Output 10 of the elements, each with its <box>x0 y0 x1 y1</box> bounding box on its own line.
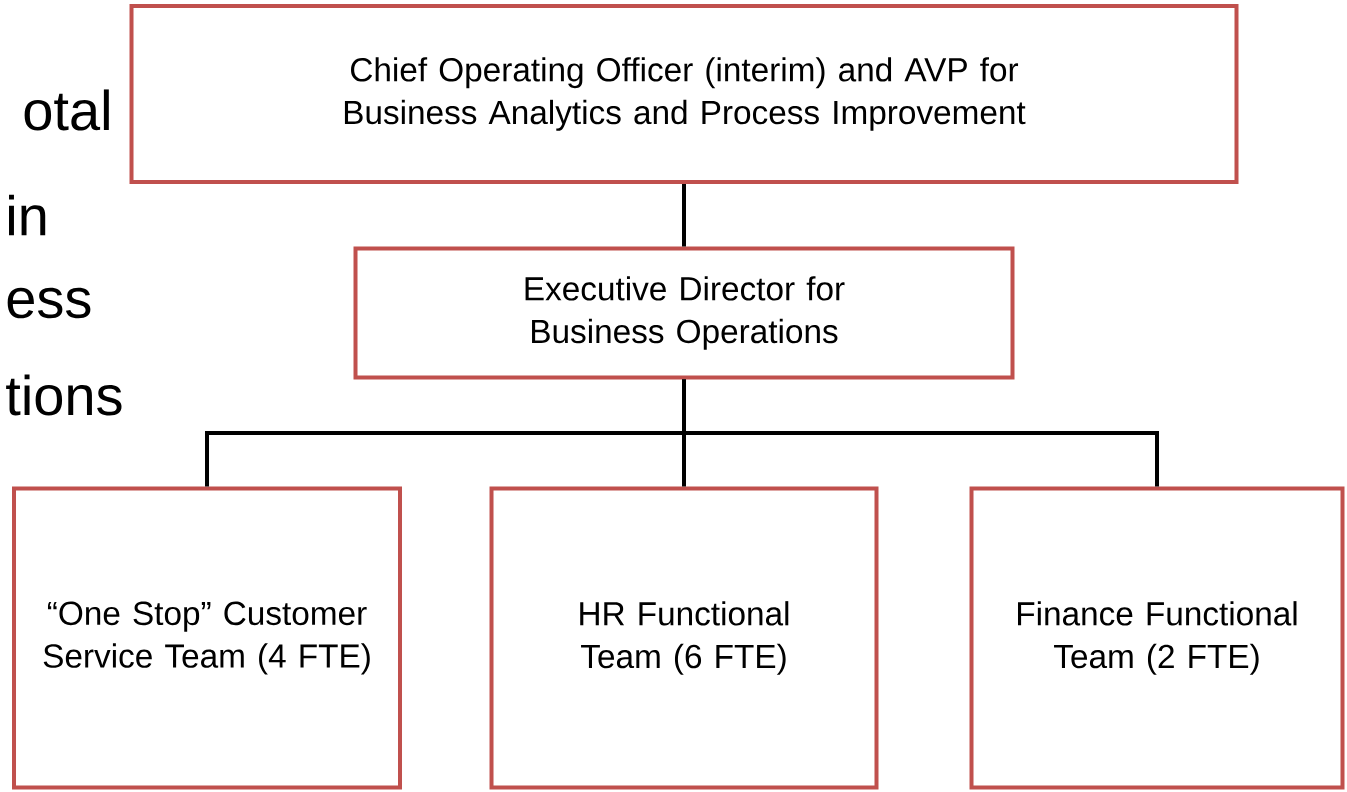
org-box: Finance Functional Team (2 FTE) <box>969 486 1345 790</box>
connector-line <box>682 184 686 247</box>
connector-line <box>682 379 1159 487</box>
org-box: Executive Director for Business Operations <box>353 246 1015 380</box>
org-box: HR Functional Team (6 FTE) <box>489 486 879 790</box>
slide-text: ess <box>7 287 91 319</box>
org-box: “One Stop” Customer Service Team (4 FTE) <box>12 486 402 790</box>
slide-text: tions <box>6 374 122 416</box>
slide-text: in <box>9 194 46 236</box>
org-box: Chief Operating Officer (interim) and AVP for Business Analytics and Process Improvement <box>129 4 1239 184</box>
